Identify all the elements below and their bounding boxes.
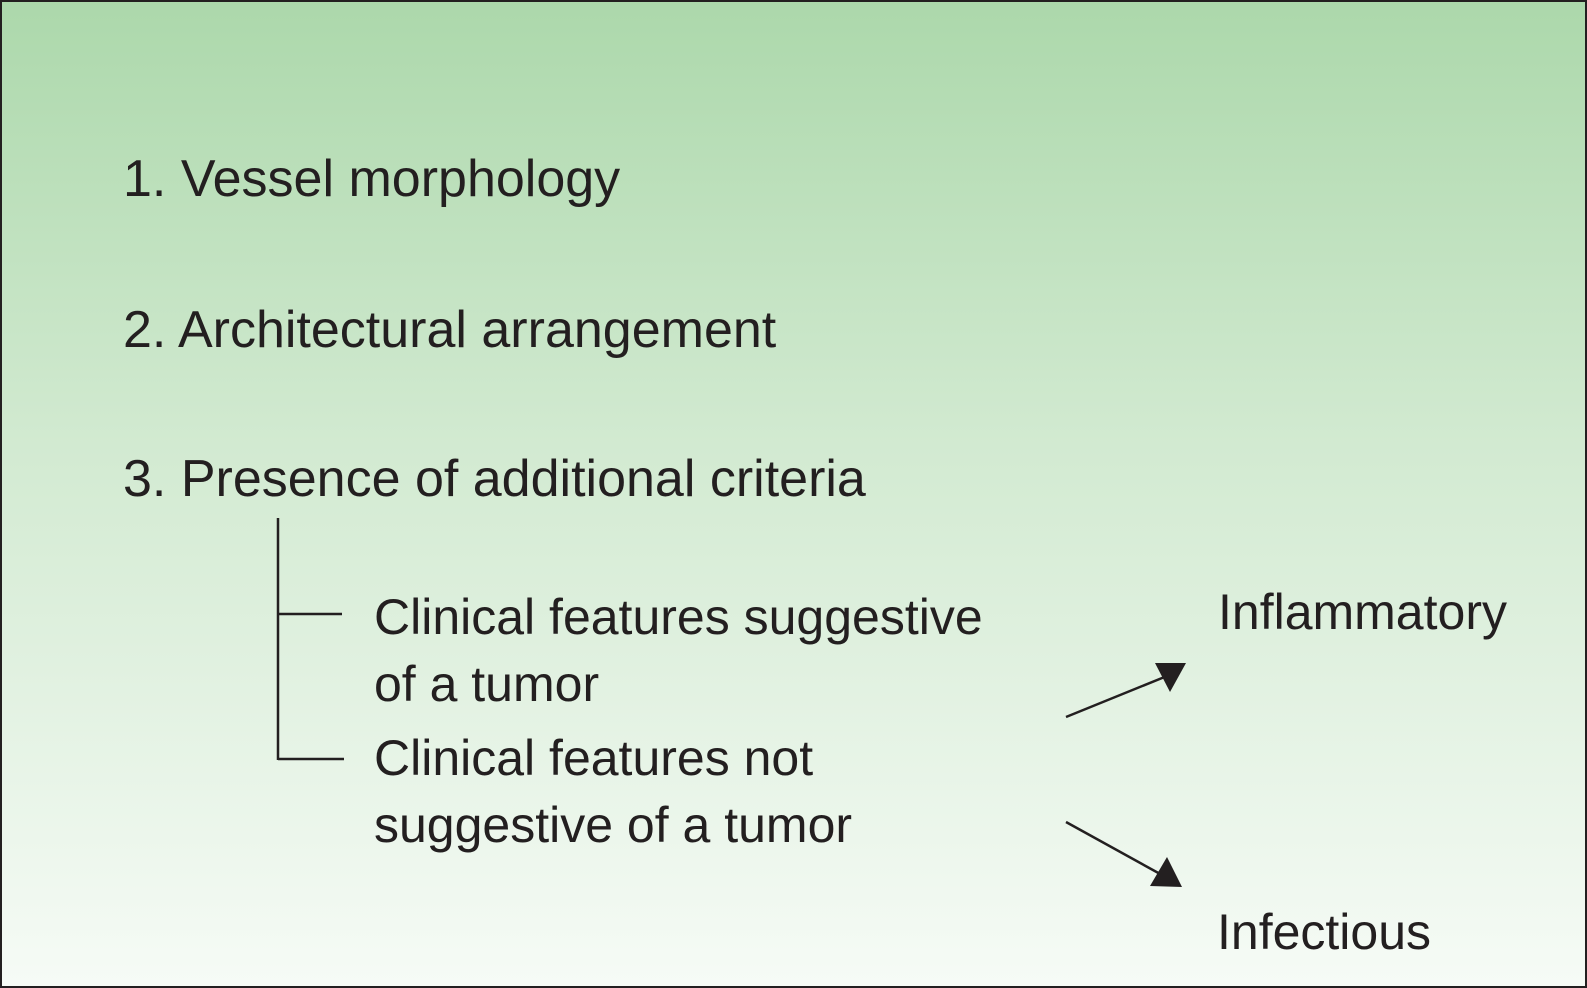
feature-not-suggestive-tumor-line2: suggestive of a tumor	[374, 797, 853, 853]
feature-suggestive-tumor-line1: Clinical features suggestive	[374, 589, 983, 645]
arrow-to-infectious-shaft	[1065, 820, 1163, 877]
feature-suggestive-tumor-line2: of a tumor	[374, 656, 600, 712]
arrow-to-inflammatory-shaft	[1065, 674, 1168, 719]
criterion-architectural-arrangement: 2. Architectural arrangement	[123, 301, 777, 359]
outcome-infectious: Infectious	[1217, 904, 1432, 960]
arrow-to-inflammatory-head	[1155, 663, 1186, 692]
feature-not-suggestive-tumor-line1: Clinical features not	[374, 730, 814, 786]
arrow-to-infectious-head	[1150, 857, 1182, 887]
outcome-inflammatory: Inflammatory	[1218, 584, 1507, 640]
criterion-additional-criteria: 3. Presence of additional criteria	[123, 450, 866, 508]
criterion-vessel-morphology: 1. Vessel morphology	[123, 150, 621, 208]
